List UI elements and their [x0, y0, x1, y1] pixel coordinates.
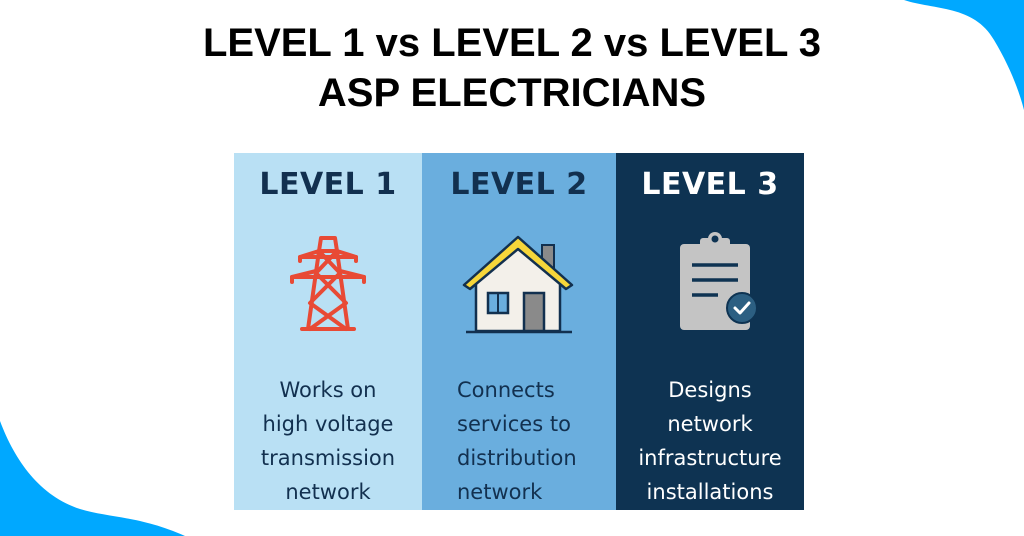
comparison-panels: LEVEL 1 Works on high voltage transmissi… — [234, 153, 804, 510]
level-3-heading: LEVEL 3 — [641, 167, 779, 202]
clipboard-check-icon — [680, 232, 758, 330]
level-2-panel: LEVEL 2 Connects services to distributio… — [422, 153, 616, 510]
level-3-description: Designs network infrastructure installat… — [638, 378, 782, 504]
level-1-heading: LEVEL 1 — [259, 167, 397, 202]
bottom-left-blob-decoration — [0, 421, 185, 536]
house-icon — [462, 235, 574, 334]
level-2-heading: LEVEL 2 — [450, 167, 588, 202]
top-right-blob-decoration — [904, 0, 1024, 110]
title-line-2: ASP ELECTRICIANS — [317, 71, 707, 115]
transmission-tower-icon — [290, 236, 366, 331]
level-3-panel: LEVEL 3 Designs network infrastructure i… — [616, 153, 804, 510]
page-title: LEVEL 1 vs LEVEL 2 vs LEVEL 3 ASP ELECTR… — [0, 18, 1024, 118]
level-2-description: Connects services to distribution networ… — [457, 378, 577, 504]
level-1-description: Works on high voltage transmission netwo… — [260, 378, 396, 504]
title-line-1: LEVEL 1 vs LEVEL 2 vs LEVEL 3 — [202, 21, 822, 65]
level-1-panel: LEVEL 1 Works on high voltage transmissi… — [234, 153, 422, 510]
